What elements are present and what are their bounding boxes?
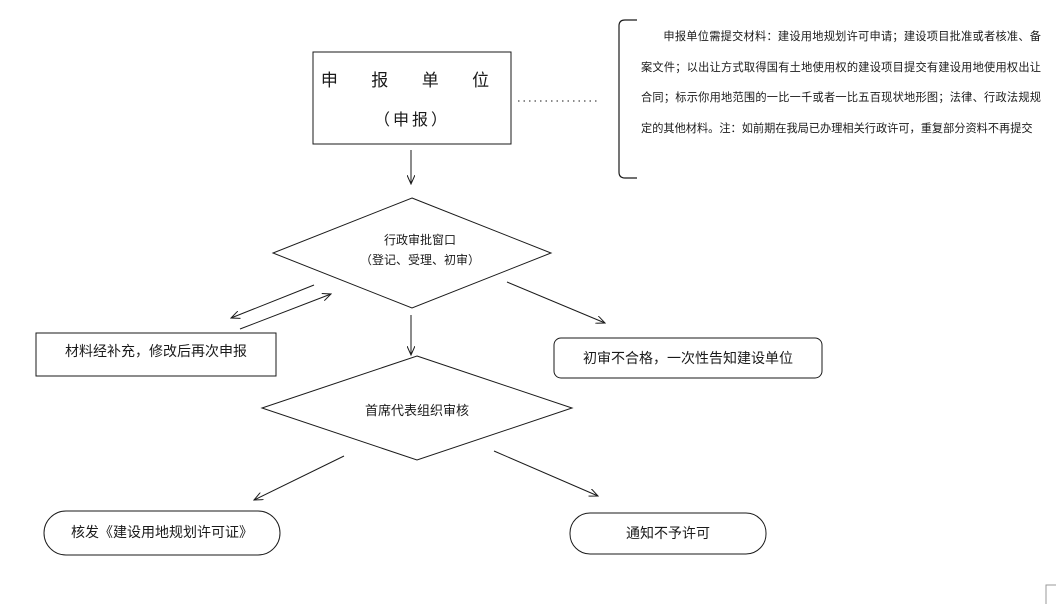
corner-mark bbox=[1045, 584, 1056, 604]
applicant-box bbox=[312, 51, 512, 145]
applicant-title: 申 报 单 位 bbox=[320, 71, 504, 91]
arrow-window-to-fail bbox=[506, 281, 605, 323]
admin-window-label: 行政审批窗口 bbox=[383, 233, 456, 247]
chief-review-label: 首席代表组织审核 bbox=[364, 404, 469, 419]
admin-window-sublabel: （登记、受理、初审） bbox=[359, 253, 480, 267]
deny-label: 通知不予许可 bbox=[626, 526, 710, 542]
arrow-review-to-deny bbox=[493, 450, 598, 496]
initial-fail-box bbox=[553, 337, 823, 379]
arrow-review-to-issue bbox=[254, 455, 345, 500]
resubmit-label: 材料经补充，修改后再次申报 bbox=[65, 344, 247, 360]
arrow-resubmit-to-window bbox=[239, 294, 331, 330]
issue-permit-box bbox=[43, 510, 281, 556]
chief-review-diamond bbox=[260, 355, 574, 461]
admin-window-diamond bbox=[271, 197, 553, 309]
note-bracket bbox=[618, 19, 637, 179]
arrow-window-to-resubmit bbox=[231, 284, 315, 318]
deny-box bbox=[569, 512, 767, 555]
issue-permit-label: 核发《建设用地规划许可证》 bbox=[71, 525, 253, 541]
required-materials-note: 申报单位需提交材料：建设用地规划许可申请；建设项目批准或者核准、备案文件；以出让… bbox=[641, 30, 1041, 135]
resubmit-box bbox=[35, 332, 277, 377]
applicant-subtitle: （申报） bbox=[373, 110, 450, 129]
initial-fail-label: 初审不合格，一次性告知建设单位 bbox=[583, 351, 793, 367]
